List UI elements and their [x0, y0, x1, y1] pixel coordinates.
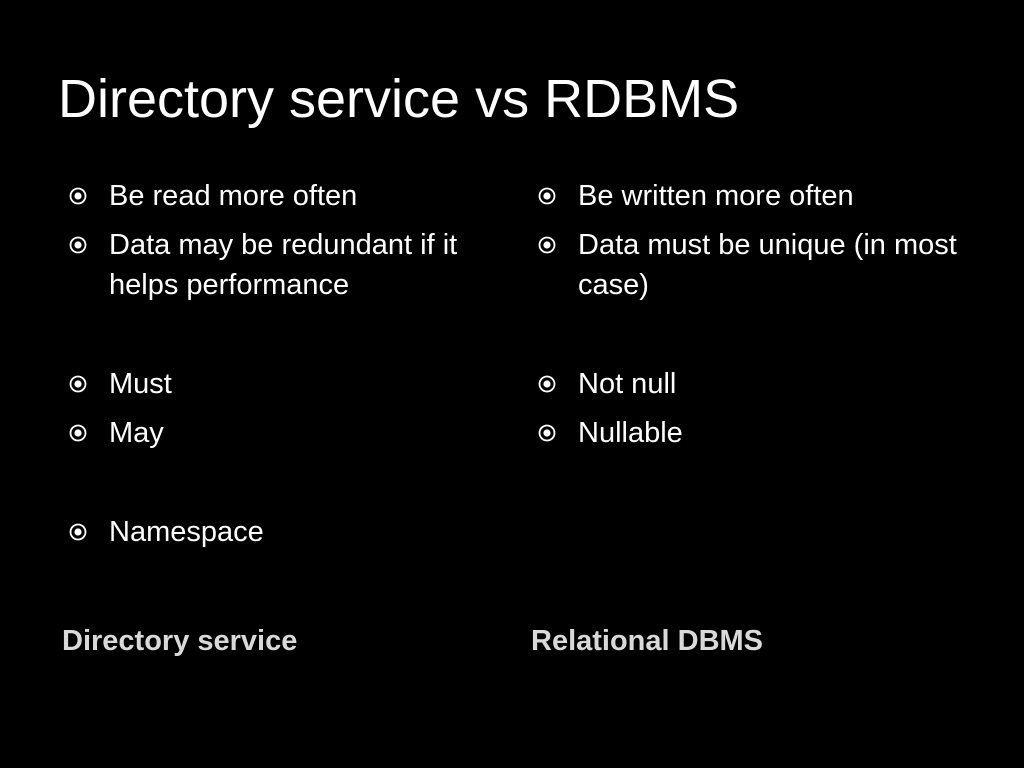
- circled-dot-icon: [537, 186, 557, 206]
- bullet-item: May: [69, 413, 504, 453]
- bullet-text: May: [109, 417, 164, 449]
- circled-dot-icon: [537, 423, 557, 443]
- bullet-item: Nullable: [538, 413, 978, 453]
- circled-dot-icon: [68, 522, 88, 542]
- slide-title: Directory service vs RDBMS: [58, 69, 740, 129]
- bullet-text: Namespace: [109, 516, 264, 548]
- bullet-item: Namespace: [69, 512, 504, 552]
- bullet-item: Be written more often: [538, 176, 978, 216]
- circled-dot-icon: [68, 186, 88, 206]
- circled-dot-icon: [68, 423, 88, 443]
- bullet-item: Data may be redundant if it helps perfor…: [69, 225, 504, 305]
- circled-dot-icon: [68, 374, 88, 394]
- right-column-heading: Relational DBMS: [531, 625, 764, 657]
- bullet-text: Data may be redundant if it helps perfor…: [109, 229, 458, 301]
- bullet-item: Be read more often: [69, 176, 504, 216]
- bullet-item: Data must be unique (in most case): [538, 225, 978, 305]
- bullet-text: Nullable: [578, 417, 683, 449]
- bullet-text: Be written more often: [578, 180, 854, 212]
- circled-dot-icon: [537, 235, 557, 255]
- bullet-text: Not null: [578, 368, 677, 400]
- bullet-text: Data must be unique (in most case): [578, 229, 957, 301]
- bullet-text: Must: [109, 368, 172, 400]
- left-column-heading: Directory service: [62, 625, 298, 657]
- bullet-item: Must: [69, 364, 504, 404]
- circled-dot-icon: [537, 374, 557, 394]
- bullet-item: Not null: [538, 364, 978, 404]
- circled-dot-icon: [68, 235, 88, 255]
- bullet-text: Be read more often: [109, 180, 358, 212]
